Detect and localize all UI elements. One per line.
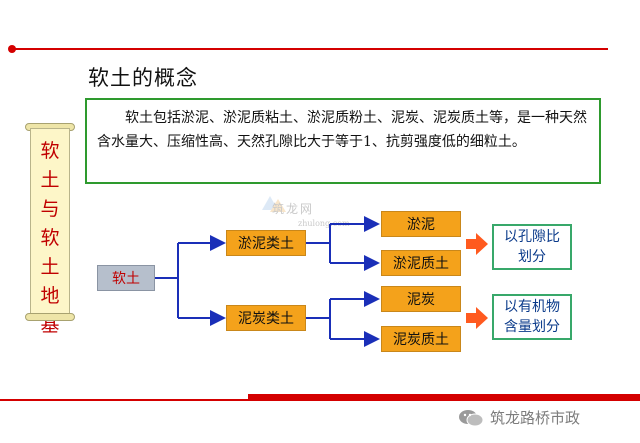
bottom-divider-bar (248, 394, 640, 400)
organic-basis-line1: 以有机物 (504, 299, 560, 315)
top-divider-dot (8, 45, 16, 53)
organic-basis-line2: 含量划分 (504, 319, 560, 335)
side-scroll: 软 土 与 软 土 地 基 (30, 128, 70, 336)
porosity-basis-box: 以孔隙比 划分 (492, 224, 572, 270)
definition-box: 软土包括淤泥、淤泥质粘土、淤泥质粉土、泥炭、泥炭质土等，是一种天然含水量大、压缩… (85, 98, 601, 184)
scroll-bottom-roll (25, 313, 75, 321)
watermark-subtext: zhulong.com (298, 219, 350, 228)
porosity-basis-line2: 划分 (518, 249, 546, 265)
watermark-text: 筑龙网 (272, 202, 315, 216)
peat-node: 泥炭 (381, 286, 461, 312)
top-divider (12, 48, 608, 50)
bottom-divider (0, 399, 640, 401)
side-scroll-text: 软 土 与 软 土 地 基 (40, 140, 60, 336)
porosity-basis-line1: 以孔隙比 (504, 229, 560, 245)
footer-brand: 筑龙路桥市政 (458, 407, 580, 428)
wechat-icon (459, 409, 484, 426)
peaty-soil-node: 泥炭质土 (381, 326, 461, 352)
silt-group-node: 淤泥类土 (226, 230, 306, 256)
arrow-to-organic-basis (466, 307, 488, 329)
silty-soil-node: 淤泥质土 (381, 250, 461, 276)
silt-node: 淤泥 (381, 211, 461, 237)
definition-text: 软土包括淤泥、淤泥质粘土、淤泥质粉土、泥炭、泥炭质土等，是一种天然含水量大、压缩… (97, 110, 587, 150)
peat-group-node: 泥炭类土 (226, 305, 306, 331)
organic-basis-box: 以有机物 含量划分 (492, 294, 572, 340)
root-node: 软土 (97, 265, 155, 291)
arrow-to-porosity-basis (466, 233, 488, 255)
footer-brand-text: 筑龙路桥市政 (490, 409, 581, 427)
page-title: 软土的概念 (88, 66, 198, 90)
